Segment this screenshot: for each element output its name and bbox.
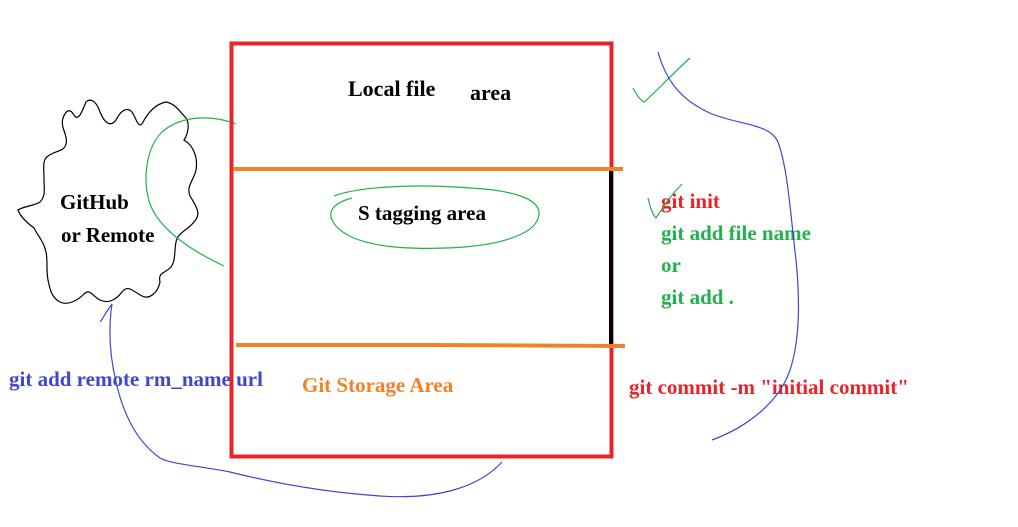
- blue-commit-loop: [657, 51, 800, 441]
- check-mark-top: [632, 57, 691, 103]
- init-command: git init: [661, 189, 720, 213]
- add-all-command: git add .: [661, 285, 734, 309]
- cloud-label-remote: or Remote: [61, 223, 155, 247]
- cloud-label-github: GitHub: [60, 190, 129, 214]
- blue-push-loop: [99, 303, 503, 498]
- add-file-command: git add file name: [661, 221, 811, 245]
- local-area-label: area: [470, 80, 511, 105]
- remote-command: git add remote rm_name url: [9, 367, 263, 391]
- divider-bottom: [236, 343, 626, 348]
- cloud-shape: [17, 99, 199, 304]
- staging-ellipse: [330, 185, 540, 249]
- check-mark-init: [647, 183, 683, 219]
- staging-area-label: S tagging area: [358, 201, 486, 225]
- storage-area-label: Git Storage Area: [302, 373, 454, 397]
- green-connector-curve: [145, 117, 237, 267]
- commit-command: git commit -m "initial commit": [629, 375, 909, 399]
- local-file-label: Local file: [348, 76, 436, 101]
- or-text: or: [661, 253, 681, 277]
